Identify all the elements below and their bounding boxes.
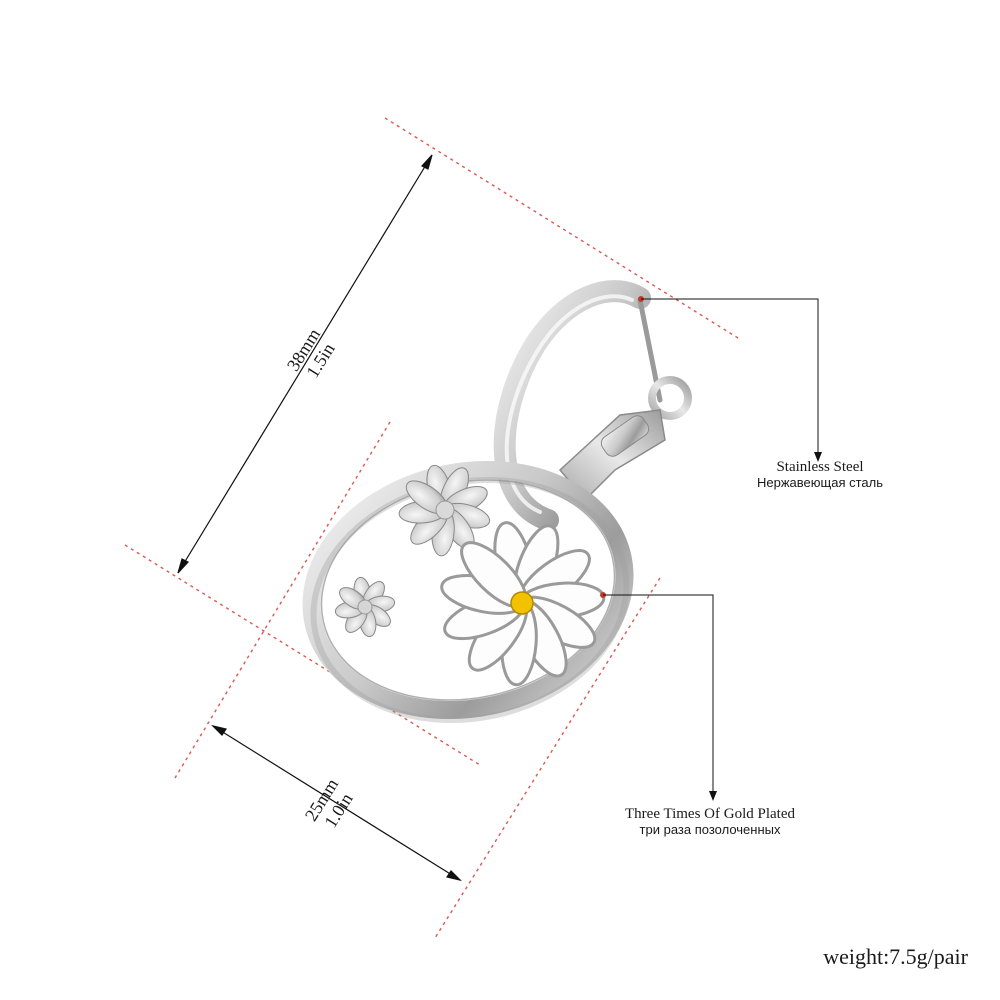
daisy-small <box>334 576 396 638</box>
length-arrow-head-top <box>421 154 433 170</box>
width-dimension-label: 25mm 1.0in <box>301 775 357 831</box>
material-label-ru: Нержавеющая сталь <box>757 475 883 491</box>
material-label-en: Stainless Steel <box>776 459 864 475</box>
plating-label-ru: три раза позолоченных <box>639 822 781 838</box>
guide-lines <box>124 117 739 939</box>
weight-label: weight:7.5g/pair <box>823 944 968 969</box>
width-arrow-line <box>212 725 461 881</box>
plating-callout-line <box>603 594 714 795</box>
width-arrow-head-left <box>211 724 227 736</box>
daisy-medium <box>398 464 491 557</box>
guide-line-right-vertical <box>434 577 661 939</box>
clasp-ring <box>648 376 692 420</box>
width-arrow-head-right <box>446 870 462 882</box>
material-callout-arrowhead <box>814 452 822 462</box>
plating-label-en: Three Times Of Gold Plated <box>625 806 795 822</box>
hoop-highlight <box>504 294 634 514</box>
material-label: Stainless Steel Нержавеющая сталь <box>735 459 905 491</box>
dimension-arrows <box>177 154 462 882</box>
guide-line-bottom-left <box>124 544 481 766</box>
earring <box>302 280 692 724</box>
length-arrow-head-bottom <box>177 558 189 574</box>
plating-callout-arrowhead <box>709 791 717 801</box>
flower-center <box>510 591 534 615</box>
hinge-barrel <box>600 415 650 457</box>
plating-label: Three Times Of Gold Plated три раза позо… <box>595 806 825 838</box>
daisy-large-enamel <box>440 521 606 687</box>
length-arrow-line <box>177 154 433 574</box>
plating-callout <box>600 592 717 801</box>
length-dimension-label: 38mm 1.5in <box>283 325 339 381</box>
material-callout <box>638 296 822 462</box>
material-callout-line <box>641 298 819 456</box>
